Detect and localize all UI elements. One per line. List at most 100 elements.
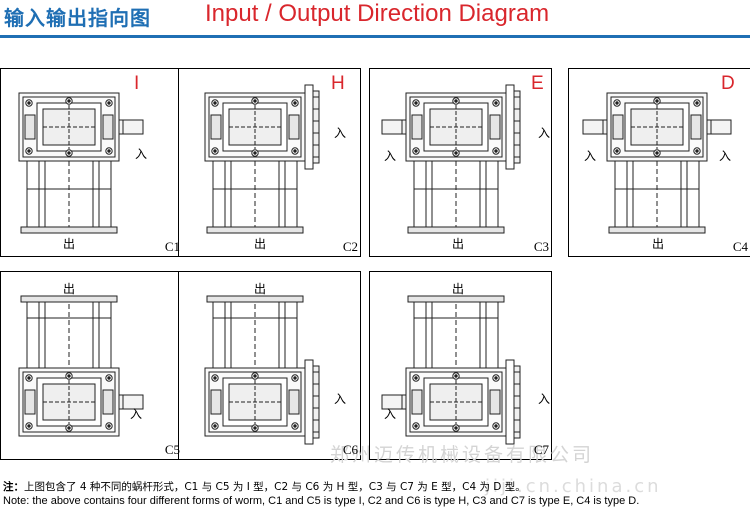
housing-core — [36, 102, 102, 152]
bolt-center — [293, 424, 297, 428]
bearing-right — [690, 114, 702, 140]
bearing-right — [489, 389, 501, 415]
bearing-right — [102, 114, 114, 140]
gearbox-drawing — [204, 295, 320, 445]
input-label-right: 入 — [538, 126, 551, 140]
bolt-center — [695, 101, 699, 105]
bolt-center — [494, 376, 498, 380]
panel-code: C5 — [164, 442, 180, 457]
housing-outer — [18, 367, 120, 437]
gearbox-drawing — [18, 92, 144, 234]
bolt-center — [253, 426, 257, 430]
bolt-center — [27, 101, 31, 105]
bearing-left — [24, 389, 36, 415]
note-chinese: 注：上图包含了 4 种不同的蜗杆形式，C1 与 C5 为 I 型，C2 与 C6… — [3, 479, 526, 494]
bolt-hole — [291, 422, 299, 430]
housing-core — [423, 102, 489, 152]
bearing-right — [288, 114, 300, 140]
bolt-center — [107, 376, 111, 380]
housing-core — [222, 377, 288, 427]
bolt-hole — [693, 147, 701, 155]
housing-inner — [409, 371, 503, 433]
bolt-hole — [412, 147, 420, 155]
gearbox-lines — [204, 84, 320, 234]
output-label: 出 — [452, 237, 465, 251]
input-label: 入 — [334, 126, 347, 140]
bolt-hole — [653, 149, 661, 157]
bolt-hole — [452, 424, 460, 432]
gearbox-lines — [582, 92, 732, 234]
type-letter: E — [531, 73, 544, 94]
diagram-panel-c4: D 入 入 出 C4 — [568, 68, 750, 257]
title-chinese: 输入输出指向图 — [4, 6, 151, 30]
bolt-hole — [251, 97, 259, 105]
gearbox-drawing — [204, 84, 320, 234]
panel-code: C2 — [342, 239, 358, 254]
diagram-panel-c5: 出 入 C5 — [0, 271, 183, 460]
bolt-hole — [492, 147, 500, 155]
bolt-center — [454, 374, 458, 378]
bolt-center — [27, 424, 31, 428]
gearbox-drawing — [381, 295, 521, 445]
title-english: Input / Output Direction Diagram — [205, 0, 550, 27]
bolt-hole — [105, 374, 113, 382]
bolt-hole — [291, 99, 299, 107]
bolt-hole — [653, 97, 661, 105]
housing-core — [423, 377, 489, 427]
gearbox-drawing — [18, 295, 144, 437]
input-label-left: 入 — [384, 149, 397, 163]
bolt-center — [27, 376, 31, 380]
input-label-right: 入 — [719, 149, 732, 163]
output-frame — [614, 160, 700, 234]
output-frame — [212, 295, 298, 369]
output-frame — [413, 295, 499, 369]
housing-inner — [208, 371, 302, 433]
panel-code: C6 — [342, 442, 358, 457]
input-shaft-right — [706, 119, 732, 135]
worm-wheel-hub — [429, 383, 483, 421]
output-label: 出 — [652, 237, 665, 251]
bolt-hole — [25, 99, 33, 107]
flange-plate — [304, 359, 314, 445]
input-label-right: 入 — [538, 392, 551, 406]
input-label-left: 入 — [384, 407, 397, 421]
bolt-hole — [452, 97, 460, 105]
bolt-center — [655, 99, 659, 103]
input-label: 入 — [130, 407, 143, 421]
housing-core — [624, 102, 690, 152]
diagram-panel-c1: I 入 出 C1 — [0, 68, 183, 257]
flange-ring — [312, 365, 320, 439]
bolt-hole — [452, 372, 460, 380]
bolt-hole — [492, 422, 500, 430]
diagram-panel-c3: E 入 入 出 C3 — [369, 68, 552, 257]
gearbox-drawing — [381, 84, 521, 234]
bearing-left — [24, 114, 36, 140]
housing-core — [222, 102, 288, 152]
bolt-hole — [693, 99, 701, 107]
bearing-left — [411, 114, 423, 140]
bolt-hole — [25, 422, 33, 430]
gearbox-lines — [381, 84, 521, 234]
bolt-hole — [211, 422, 219, 430]
bearing-right — [489, 114, 501, 140]
bolt-center — [107, 149, 111, 153]
bolt-hole — [613, 147, 621, 155]
housing-inner — [22, 371, 116, 433]
bolt-center — [213, 101, 217, 105]
bolt-hole — [251, 372, 259, 380]
bolt-center — [494, 149, 498, 153]
bolt-center — [414, 149, 418, 153]
flange-plate — [505, 84, 515, 170]
bolt-center — [414, 424, 418, 428]
bolt-center — [253, 99, 257, 103]
note-text-cn: 上图包含了 4 种不同的蜗杆形式，C1 与 C5 为 I 型，C2 与 C6 为… — [24, 481, 526, 493]
bolt-center — [67, 151, 71, 155]
bolt-hole — [452, 149, 460, 157]
bolt-hole — [291, 147, 299, 155]
bolt-center — [253, 374, 257, 378]
bolt-center — [414, 101, 418, 105]
input-label-left: 入 — [584, 149, 597, 163]
bearing-left — [612, 114, 624, 140]
type-letter: I — [134, 73, 140, 94]
bolt-center — [27, 149, 31, 153]
